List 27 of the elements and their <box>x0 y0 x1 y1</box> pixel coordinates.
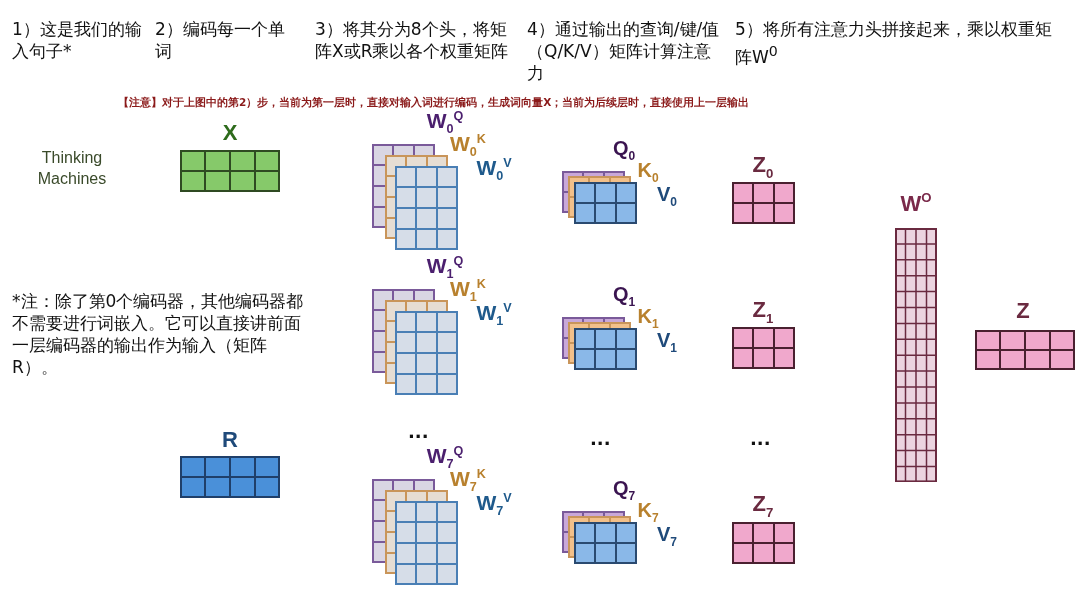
matrix-label: V$_{7}$ <box>657 524 677 548</box>
matrix-label: R <box>222 429 238 451</box>
matrix-label: K$_{1}$ <box>637 306 659 330</box>
matrix-label: Q$_{0}$ <box>612 138 636 162</box>
step-caption: 2）编码每一个单词 <box>155 18 286 63</box>
matrix-label: K$_{0}$ <box>637 160 659 184</box>
step-caption: 5）将所有注意力头拼接起来，乘以权重矩阵W$^{0}$ <box>735 18 1053 68</box>
step-caption: 3）将其分为8个头，将矩阵X或R乘以各个权重矩阵 <box>315 18 510 63</box>
matrix-label: Z$_{1}$ <box>752 299 774 325</box>
ellipsis: ... <box>590 427 611 451</box>
ellipsis: ... <box>408 420 429 444</box>
input-sentence: Thinking Machines <box>36 148 108 189</box>
ellipsis: ... <box>750 427 771 451</box>
footnote-text: *注：除了第0个编码器，其他编码器都不需要进行词嵌入。它可以直接讲前面一层编码器的输出作为输入（矩阵R）。 <box>12 290 305 379</box>
matrix-label: Z <box>1016 300 1030 322</box>
matrix-label: Z$_{7}$ <box>752 493 774 519</box>
matrix-label: V$_{0}$ <box>657 184 677 208</box>
matrix-label: W$^{O}$ <box>900 191 932 215</box>
matrix-label: Q$_{1}$ <box>612 284 636 308</box>
note-text: 【注意】对于上图中的第2）步，当前为第一层时，直接对输入词进行编码，生成词向量X；当前为后续层时，直接使用上一层输出 <box>118 96 750 110</box>
matrix-label: X <box>222 122 238 144</box>
step-caption: 1）这是我们的输入句子* <box>12 18 143 63</box>
step-caption: 4）通过输出的查询/键/值（Q/K/V）矩阵计算注意力 <box>527 18 721 85</box>
matrix-label: V$_{1}$ <box>657 330 677 354</box>
matrix-label: Z$_{0}$ <box>752 154 774 180</box>
matrix-label: K$_{7}$ <box>637 500 659 524</box>
matrix-label: Q$_{7}$ <box>612 478 636 502</box>
